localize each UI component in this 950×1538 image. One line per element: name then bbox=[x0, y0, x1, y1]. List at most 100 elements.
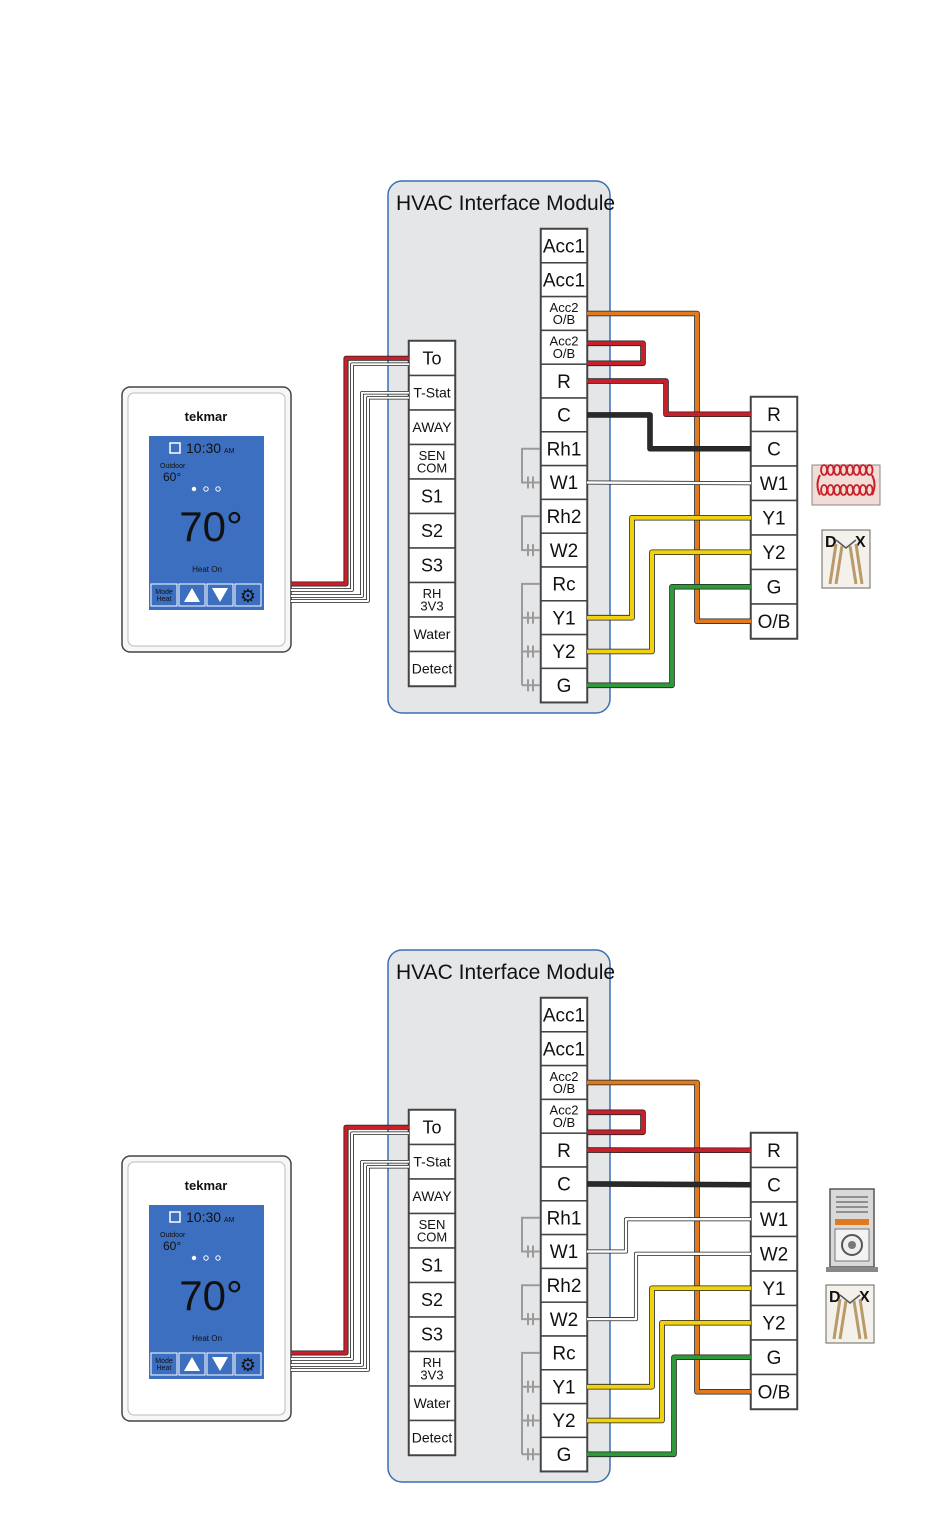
left-terminal-label: S2 bbox=[421, 521, 443, 541]
equipment-terminal-label: C bbox=[767, 1175, 781, 1196]
left-terminal-label: To bbox=[422, 349, 441, 369]
left-terminal bbox=[408, 1385, 456, 1422]
wire-y1-yellow-outline bbox=[587, 514, 751, 621]
mode-button bbox=[150, 1352, 178, 1376]
clock-ampm: AM bbox=[224, 1217, 235, 1224]
equipment-terminal-label: O/B bbox=[758, 1382, 791, 1403]
gear-icon: ⚙ bbox=[240, 586, 256, 606]
wire-ob-orange-outline bbox=[587, 1079, 751, 1395]
outdoor-temp: 60° bbox=[163, 470, 181, 484]
right-terminal bbox=[540, 295, 588, 332]
calendar-icon bbox=[169, 442, 181, 454]
wire-acc2-loop bbox=[587, 341, 645, 366]
outdoor-label: Outdoor bbox=[160, 1232, 186, 1239]
jumper-rc-y1 bbox=[521, 1351, 540, 1393]
left-terminal-label: AWAY bbox=[412, 1188, 452, 1204]
wire-c-black bbox=[587, 412, 751, 451]
electric-heat-coil-icon bbox=[811, 464, 881, 506]
jumper-rh1-w1-bracket bbox=[521, 1216, 540, 1253]
furnace-hub bbox=[848, 1241, 856, 1249]
right-terminal bbox=[540, 667, 588, 703]
dx-letter-x: X bbox=[859, 1289, 870, 1306]
jumper-rc-y1 bbox=[521, 582, 540, 624]
equipment-terminal-label: R bbox=[767, 1141, 781, 1162]
dx-coil-left bbox=[832, 1298, 848, 1340]
right-terminal-label: Rh1 bbox=[547, 439, 582, 460]
wire-ob-orange-outline bbox=[587, 310, 751, 625]
settings-button bbox=[234, 583, 262, 607]
right-terminal bbox=[540, 1098, 588, 1134]
right-terminal bbox=[540, 498, 588, 534]
dx-apex bbox=[839, 1294, 861, 1304]
page-dot bbox=[215, 486, 221, 492]
left-terminal bbox=[408, 340, 456, 377]
left-terminal-label: Detect bbox=[412, 1430, 453, 1446]
equipment-terminal-label: Y1 bbox=[762, 508, 785, 529]
right-terminal-label: W2 bbox=[550, 1310, 579, 1331]
furnace-base bbox=[826, 1267, 878, 1272]
right-terminal-label: Y2 bbox=[552, 642, 575, 663]
right-terminal-label: Rh1 bbox=[547, 1208, 582, 1229]
setpoint-temp: 70° bbox=[179, 1272, 243, 1319]
jumper-rh1-w1 bbox=[521, 447, 540, 489]
right-terminal bbox=[540, 1301, 588, 1337]
wire-c-black bbox=[586, 1181, 752, 1187]
wire-y1-yellow bbox=[587, 1286, 751, 1389]
right-terminal-label: R bbox=[557, 372, 571, 393]
right-terminal-label: G bbox=[557, 1445, 572, 1466]
status-text: Heat On bbox=[192, 1334, 222, 1343]
right-terminal bbox=[540, 262, 588, 298]
jumper-rh2-w2 bbox=[521, 1284, 540, 1326]
right-terminal bbox=[540, 1369, 588, 1405]
wire-g-green-outline bbox=[587, 583, 751, 689]
jumper-rh1-w1 bbox=[521, 1216, 540, 1258]
left-terminal-label: S3 bbox=[421, 1325, 443, 1345]
left-terminal bbox=[408, 616, 456, 653]
equipment-terminal bbox=[750, 1166, 798, 1203]
wire-tstat-1 bbox=[291, 391, 409, 597]
wire-w2-white bbox=[587, 1252, 751, 1321]
wire-to-white bbox=[291, 1132, 409, 1360]
wire-g-green bbox=[587, 1355, 751, 1457]
up-arrow-icon bbox=[184, 1357, 200, 1371]
right-terminal-label: Acc1 bbox=[543, 270, 585, 291]
dx-apex bbox=[835, 539, 857, 549]
brand-logo: tekmar bbox=[185, 1178, 228, 1193]
right-terminal-label: W1 bbox=[550, 1242, 579, 1263]
jumper-rh2-w2 bbox=[521, 515, 540, 557]
wire-y1-yellow-outline bbox=[587, 1285, 751, 1390]
equipment-terminal bbox=[750, 1373, 798, 1410]
wire-y2-yellow bbox=[587, 550, 751, 654]
outdoor-label: Outdoor bbox=[160, 463, 186, 470]
settings-button bbox=[234, 1352, 262, 1376]
right-terminal bbox=[540, 633, 588, 670]
wire-g-green bbox=[587, 584, 751, 688]
clock-ampm: AM bbox=[224, 448, 235, 455]
jumper-rc-y1-bracket bbox=[521, 582, 540, 619]
right-terminal bbox=[540, 431, 588, 467]
equipment-terminal-label: W2 bbox=[760, 1244, 789, 1265]
right-terminal-label: Acc1 bbox=[543, 237, 585, 258]
left-terminal-label: T-Stat bbox=[413, 1154, 450, 1170]
brand-logo: tekmar bbox=[185, 409, 228, 424]
right-terminal bbox=[540, 329, 588, 365]
right-terminal bbox=[540, 1200, 588, 1236]
mode-button bbox=[150, 583, 178, 607]
clock-time: 10:30 bbox=[186, 440, 221, 456]
wire-y2-yellow-outline bbox=[587, 549, 751, 655]
page-dot-active bbox=[191, 1255, 197, 1261]
left-terminal bbox=[408, 374, 456, 411]
equipment-terminal-label: Y2 bbox=[762, 543, 785, 564]
right-terminal bbox=[540, 397, 588, 433]
left-terminal-label: Detect bbox=[412, 661, 453, 677]
left-terminal bbox=[408, 1350, 456, 1387]
dx-letter-d: D bbox=[829, 1289, 841, 1306]
wire-ob-orange bbox=[587, 1080, 751, 1394]
right-terminal-label: Y2 bbox=[552, 1411, 575, 1432]
